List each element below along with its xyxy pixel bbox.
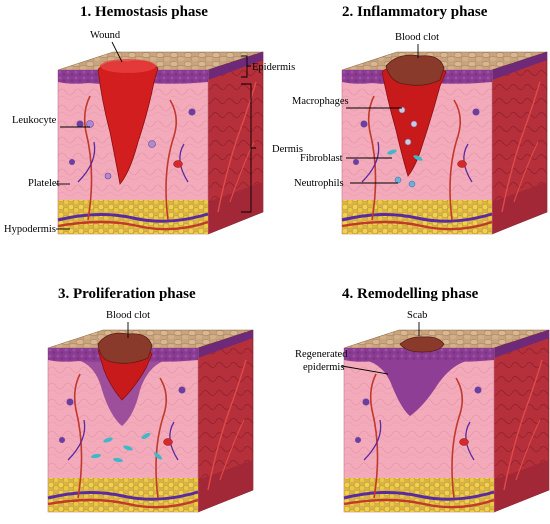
label-wound: Wound bbox=[90, 30, 121, 41]
label-scab: Scab bbox=[407, 310, 427, 321]
panel-3-title: 3. Proliferation phase bbox=[58, 286, 196, 302]
skin-block-4 bbox=[342, 328, 550, 514]
panel-remodelling: 4. Remodelling phase Scab Regenerated ep… bbox=[295, 286, 550, 514]
label-blood-clot-3: Blood clot bbox=[106, 310, 150, 321]
regenerated-epidermis bbox=[364, 360, 470, 416]
leukocyte-cell bbox=[86, 120, 94, 128]
label-hypodermis: Hypodermis bbox=[4, 224, 56, 235]
label-leukocyte: Leukocyte bbox=[12, 115, 57, 126]
label-blood-clot-2: Blood clot bbox=[395, 32, 439, 43]
label-epidermis: Epidermis bbox=[252, 62, 295, 73]
panel-hemostasis: 1. Hemostasis phase Wound Epidermis Leuk… bbox=[4, 4, 303, 236]
panel-2-title: 2. Inflammatory phase bbox=[342, 4, 488, 20]
panel-4-title: 4. Remodelling phase bbox=[342, 286, 479, 302]
blood-clot bbox=[385, 54, 445, 86]
panel-inflammatory: 2. Inflammatory phase Blood clot Macroph… bbox=[292, 4, 549, 236]
skin-block-1 bbox=[56, 50, 265, 236]
panel-1-title: 1. Hemostasis phase bbox=[80, 4, 208, 20]
label-regenerated-1: Regenerated bbox=[295, 349, 348, 360]
skin-block-3 bbox=[46, 328, 255, 514]
scab bbox=[399, 336, 445, 353]
blood-clot-3 bbox=[97, 332, 153, 364]
label-regenerated-2: epidermis bbox=[303, 362, 344, 373]
label-dermis: Dermis bbox=[272, 144, 303, 155]
panel-proliferation: 3. Proliferation phase Blood clot bbox=[46, 286, 255, 514]
skin-block-2 bbox=[340, 50, 549, 236]
label-fibroblast: Fibroblast bbox=[300, 153, 343, 164]
label-macrophages: Macrophages bbox=[292, 96, 349, 107]
label-platelet: Platelet bbox=[28, 178, 60, 189]
label-neutrophils: Neutrophils bbox=[294, 178, 344, 189]
